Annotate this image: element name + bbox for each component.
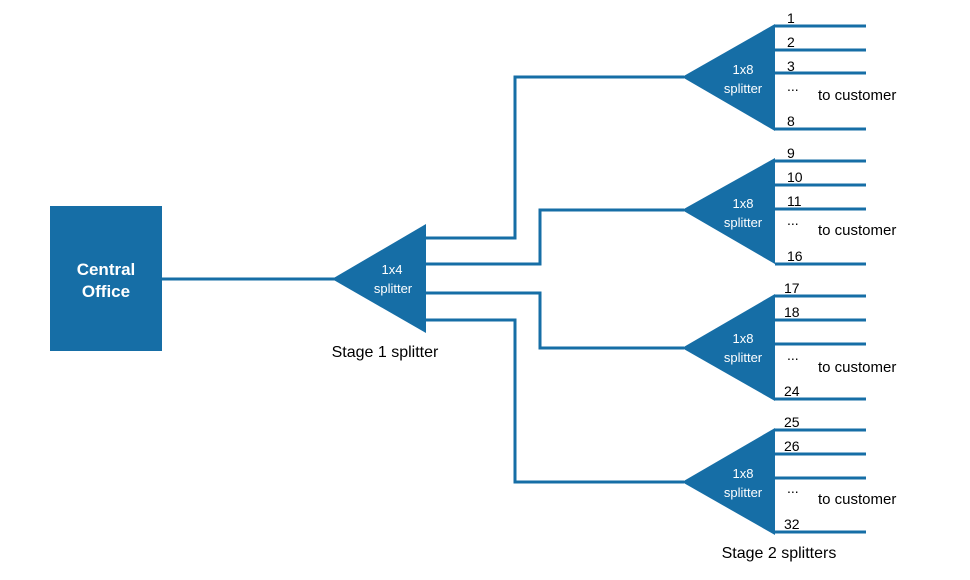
port-ellipsis: ... — [787, 212, 799, 228]
port-label: 3 — [787, 58, 795, 74]
branch-line-4 — [426, 318, 684, 484]
central-office-label-line2: Office — [82, 282, 130, 301]
connection-lines — [162, 24, 866, 534]
splitter-triangle — [682, 158, 775, 264]
splitter-triangle — [682, 428, 775, 535]
splitter-label-line1: 1x8 — [733, 466, 754, 481]
port-label: 26 — [784, 438, 800, 454]
stage2-splitter-4: 1x8 splitter 25 26 ... 32 to customer — [682, 414, 896, 535]
to-customer-label: to customer — [818, 87, 896, 104]
stage2-splitter-1: 1x8 splitter 1 2 3 ... 8 to customer — [682, 10, 896, 131]
port-label: 8 — [787, 113, 795, 129]
splitter-label-line1: 1x8 — [733, 196, 754, 211]
to-customer-label: to customer — [818, 491, 896, 508]
port-label: 2 — [787, 34, 795, 50]
branch-line-1 — [426, 75, 684, 240]
port-label: 24 — [784, 383, 800, 399]
port-label: 1 — [787, 10, 795, 26]
port-label: 25 — [784, 414, 800, 430]
central-office: Central Office — [50, 206, 162, 351]
splitter-label-line2: splitter — [724, 350, 763, 365]
splitter-triangle — [682, 24, 775, 131]
splitter-4-output-lines — [775, 428, 866, 534]
central-office-box — [50, 206, 162, 351]
port-label: 10 — [787, 169, 803, 185]
port-ellipsis: ... — [787, 78, 799, 94]
stage2-splitter-3: 1x8 splitter 17 18 ... 24 to customer — [682, 280, 896, 401]
port-label: 9 — [787, 145, 795, 161]
port-ellipsis: ... — [787, 347, 799, 363]
splitter-label-line1: 1x8 — [733, 331, 754, 346]
to-customer-label: to customer — [818, 222, 896, 239]
splitter-2-output-lines — [775, 159, 866, 266]
stage2-caption: Stage 2 splitters — [722, 545, 837, 562]
splitter-label-line2: splitter — [724, 81, 763, 96]
stage2-splitter-2: 1x8 splitter 9 10 11 ... 16 to customer — [682, 145, 896, 264]
stage1-splitter-triangle — [332, 224, 426, 333]
stage1-splitter-label-line2: splitter — [374, 281, 413, 296]
splitter-3-output-lines — [775, 294, 866, 401]
branch-line-2 — [426, 208, 684, 266]
port-label: 18 — [784, 304, 800, 320]
stage1-caption: Stage 1 splitter — [332, 344, 439, 361]
splitter-triangle — [682, 294, 775, 401]
stage1-splitter: 1x4 splitter Stage 1 splitter — [332, 224, 439, 361]
splitter-label-line1: 1x8 — [733, 62, 754, 77]
splitter-label-line2: splitter — [724, 215, 763, 230]
branch-line-3 — [426, 291, 684, 350]
to-customer-label: to customer — [818, 359, 896, 376]
stage1-splitter-label-line1: 1x4 — [382, 262, 403, 277]
port-ellipsis: ... — [787, 480, 799, 496]
splitter-1-output-lines — [775, 24, 866, 131]
port-label: 17 — [784, 280, 800, 296]
splitter-label-line2: splitter — [724, 485, 763, 500]
port-label: 11 — [787, 193, 802, 209]
central-office-label-line1: Central — [77, 260, 136, 279]
port-label: 32 — [784, 516, 800, 532]
port-label: 16 — [787, 248, 803, 264]
